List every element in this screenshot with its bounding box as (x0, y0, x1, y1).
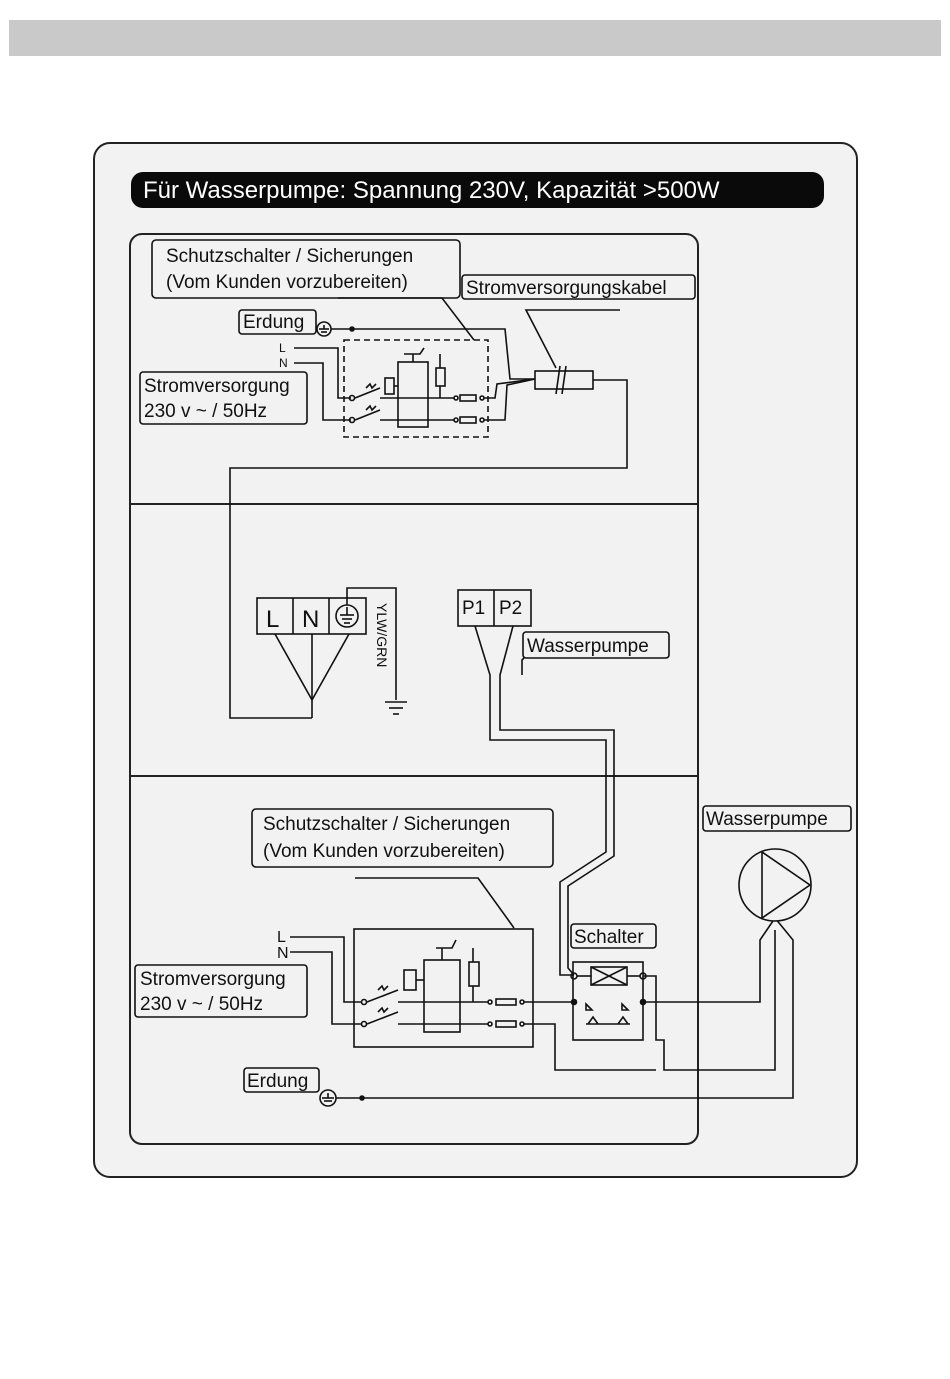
bottom-breaker-leader (355, 877, 515, 929)
top-earth-label: Erdung (243, 312, 304, 333)
top-wire-n (294, 362, 351, 421)
middle-pump-label-box (522, 631, 670, 659)
pump-icon (738, 848, 812, 922)
diagram-title: Für Wasserpumpe: Spannung 230V, Kapazitä… (143, 177, 720, 204)
top-supply-line2: 230 v ~ / 50Hz (144, 401, 267, 422)
ground-wire (346, 587, 397, 700)
bottom-breaker-box (353, 928, 534, 1048)
title-pill (131, 172, 824, 208)
bottom-wire-l-label: L (277, 929, 286, 946)
top-earth-label-box (238, 309, 317, 335)
bottom-supply-line2: 230 v ~ / 50Hz (140, 994, 263, 1015)
top-breaker-label-box (151, 239, 461, 299)
switch-label-box (570, 923, 657, 949)
bottom-wire-l (290, 936, 362, 1003)
bottom-earth-icon (319, 1089, 337, 1107)
top-cable-run (229, 379, 628, 719)
bottom-wire-n-label: N (277, 945, 289, 962)
top-breaker-leader (338, 297, 475, 341)
bottom-supply-line1: Stromversorgung (140, 969, 286, 990)
terminal-n-label: N (302, 606, 319, 633)
terminal-l-label: L (266, 606, 279, 633)
ground-wire-label: YLW/GRN (374, 603, 390, 667)
top-supply-line1: Stromversorgung (144, 376, 290, 397)
top-cable-label-box (461, 274, 696, 300)
bottom-pump-label: Wasserpumpe (706, 809, 828, 830)
top-earth-wire (331, 328, 535, 380)
top-breaker-label-line1: Schutzschalter / Sicherungen (166, 246, 413, 267)
bottom-breaker-label-line1: Schutzschalter / Sicherungen (263, 814, 510, 835)
top-wire-n-label: N (279, 356, 288, 370)
bottom-earth-label: Erdung (247, 1071, 308, 1092)
middle-pump-label: Wasserpumpe (527, 636, 649, 657)
top-wire-l-label: L (279, 341, 286, 355)
bottom-earth-label-box (243, 1067, 320, 1093)
top-breaker-dashed-box (343, 339, 489, 438)
middle-section (256, 587, 670, 976)
bottom-pump-label-box (702, 805, 852, 832)
top-supply-box (139, 371, 308, 425)
inner-panel (129, 233, 699, 1145)
top-cable-label: Stromversorgungskabel (466, 278, 667, 299)
bottom-supply-box (134, 964, 308, 1018)
switch-label: Schalter (574, 927, 644, 948)
header-bar (9, 20, 941, 56)
bottom-breaker-label-line2: (Vom Kunden vorzubereiten) (263, 841, 505, 862)
pump-terminal-p1-label: P1 (462, 598, 485, 619)
top-breaker-label-line2: (Vom Kunden vorzubereiten) (166, 272, 408, 293)
top-section (139, 239, 696, 719)
ground-icon (385, 701, 407, 715)
top-cable-leader (524, 309, 620, 369)
bottom-breaker-label-box (251, 808, 554, 868)
pump-terminal-p2-label: P2 (499, 598, 522, 619)
bottom-section (134, 805, 852, 1107)
bottom-wire-n (290, 951, 362, 1025)
